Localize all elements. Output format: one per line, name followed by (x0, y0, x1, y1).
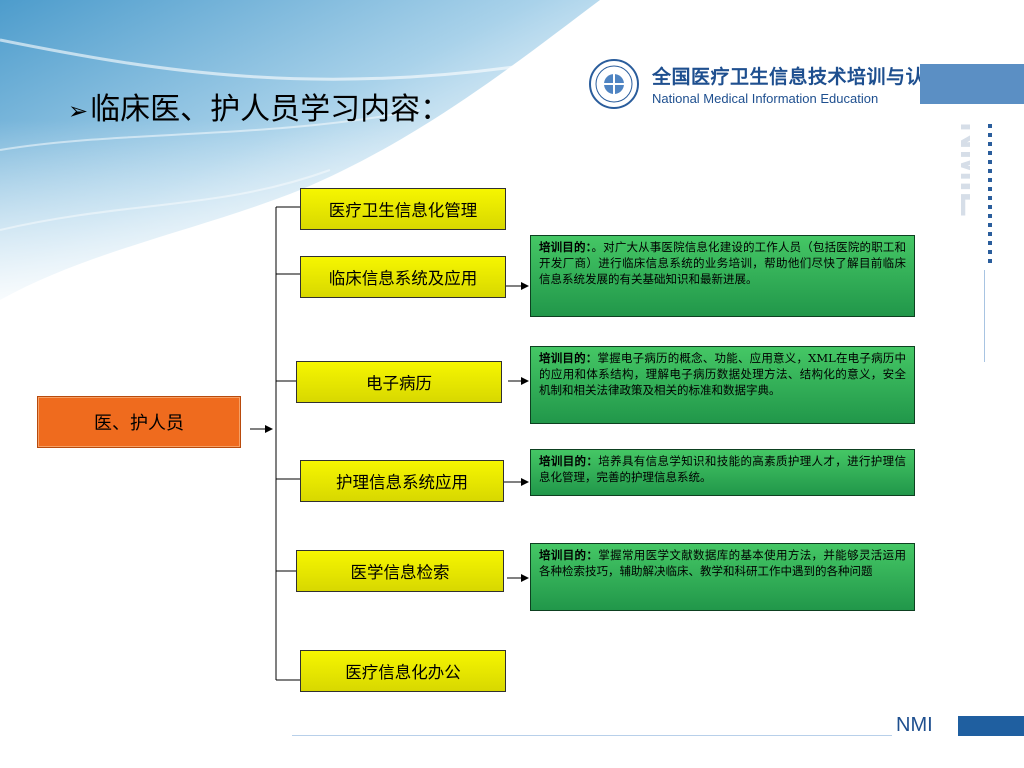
slide-title: ➢临床医、护人员学习内容： (68, 84, 450, 128)
goal-label: 培训目的： (539, 240, 592, 254)
goal-label: 培训目的： (539, 351, 598, 365)
goal-box-emr: 培训目的：掌握电子病历的概念、功能、应用意义，XML在电子病历中的应用和体系结构… (530, 346, 915, 424)
topic-node-emr: 电子病历 (296, 361, 502, 403)
goal-box-retrieval: 培训目的：掌握常用医学文献数据库的基本使用方法，并能够灵活运用各种检索技巧，辅助… (530, 543, 915, 611)
footer-logo: NMI (896, 714, 933, 736)
nmie-vertical-logo: NMIE (952, 122, 970, 217)
bullet-arrow-icon: ➢ (68, 97, 89, 125)
topic-node-office: 医疗信息化办公 (300, 650, 506, 692)
goal-text: 掌握常用医学文献数据库的基本使用方法，并能够灵活运用各种检索技巧，辅助解决临床、… (539, 548, 906, 578)
header-accent-bar (920, 64, 1024, 104)
svg-text:NMIE: NMIE (952, 122, 970, 217)
goal-text: 掌握电子病历的概念、功能、应用意义，XML在电子病历中的应用和体系结构，理解电子… (539, 351, 906, 397)
dotted-accent (988, 124, 992, 263)
right-divider-line (984, 270, 985, 362)
root-node: 医、护人员 (37, 396, 241, 448)
emblem-logo-icon (589, 59, 639, 109)
goal-box-nursing: 培训目的：培养具有信息学知识和技能的高素质护理人才，进行护理信息化管理，完善的护… (530, 449, 915, 496)
topic-node-management: 医疗卫生信息化管理 (300, 188, 506, 230)
goal-box-clinical-systems: 培训目的：。对广大从事医院信息化建设的工作人员（包括医院的职工和开发厂商）进行临… (530, 235, 915, 317)
goal-label: 培训目的： (539, 548, 599, 562)
topic-node-nursing-systems: 护理信息系统应用 (300, 460, 504, 502)
topic-node-info-retrieval: 医学信息检索 (296, 550, 504, 592)
goal-label: 培训目的： (539, 454, 599, 468)
footer-line (292, 735, 892, 736)
slide-title-text: 临床医、护人员学习内容： (90, 92, 451, 127)
topic-node-clinical-systems: 临床信息系统及应用 (300, 256, 506, 298)
goal-text: 培养具有信息学知识和技能的高素质护理人才，进行护理信息化管理，完善的护理信息系统… (539, 454, 906, 484)
footer-accent-bar (958, 716, 1024, 736)
org-name-english: National Medical Information Education (652, 91, 879, 106)
goal-text: 。对广大从事医院信息化建设的工作人员（包括医院的职工和开发厂商）进行临床信息系统… (539, 240, 906, 286)
org-name-chinese: 全国医疗卫生信息技术培训与认证 (652, 66, 945, 88)
